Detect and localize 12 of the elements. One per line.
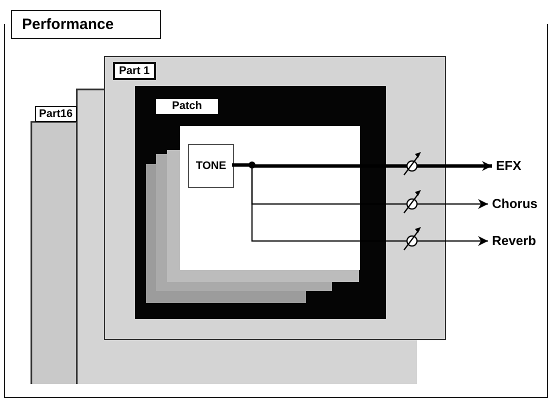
part-card xyxy=(104,56,446,340)
tone-box xyxy=(188,144,234,188)
patch-label: Patch xyxy=(156,99,218,114)
output-label: Reverb xyxy=(492,233,550,249)
tone-label: TONE xyxy=(196,160,226,172)
part-label: Part 1 xyxy=(113,62,156,80)
part-label: Part16 xyxy=(35,106,77,122)
patch-frame xyxy=(135,86,386,319)
frame-heading: Performance xyxy=(11,10,161,39)
output-label: EFX xyxy=(496,158,536,174)
output-label: Chorus xyxy=(492,196,550,212)
signal-arrow xyxy=(232,161,492,171)
